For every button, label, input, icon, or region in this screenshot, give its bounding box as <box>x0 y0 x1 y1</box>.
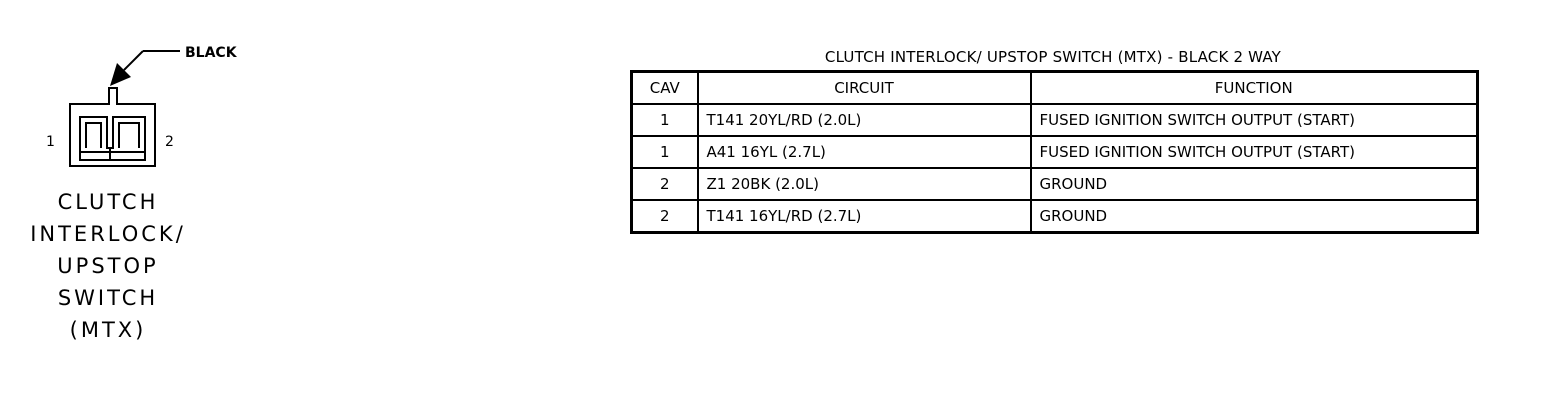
pin-1-label: 1 <box>46 134 55 150</box>
connector-name-line-5: (MTX) <box>70 318 147 342</box>
cell-cav: 1 <box>630 103 699 137</box>
connector-name-line-3: UPSTOP <box>57 254 158 278</box>
connector-name-line-4: SWITCH <box>58 286 158 310</box>
table-row: 1 A41 16YL (2.7L) FUSED IGNITION SWITCH … <box>630 135 1479 169</box>
pin-2-label: 2 <box>165 134 174 150</box>
cell-circuit: A41 16YL (2.7L) <box>696 135 1032 169</box>
header-circuit: CIRCUIT <box>696 70 1032 105</box>
cell-circuit: T141 16YL/RD (2.7L) <box>696 199 1032 234</box>
cell-function: FUSED IGNITION SWITCH OUTPUT (START) <box>1029 135 1479 169</box>
connector-name-line-2: INTERLOCK/ <box>30 222 186 246</box>
color-callout-label: BLACK <box>185 45 238 61</box>
cell-cav: 1 <box>630 135 699 169</box>
cell-function: GROUND <box>1029 199 1479 234</box>
connector-name-line-1: CLUTCH <box>58 190 159 214</box>
cell-cav: 2 <box>630 199 699 234</box>
header-cav: CAV <box>630 70 699 105</box>
color-callout-leader <box>110 50 180 86</box>
pinout-table-block: CLUTCH INTERLOCK/ UPSTOP SWITCH (MTX) - … <box>630 44 1479 234</box>
table-header-row: CAV CIRCUIT FUNCTION <box>630 70 1479 105</box>
connector-name: CLUTCH INTERLOCK/ UPSTOP SWITCH (MTX) <box>30 190 186 342</box>
cell-circuit: T141 20YL/RD (2.0L) <box>696 103 1032 137</box>
table-title: CLUTCH INTERLOCK/ UPSTOP SWITCH (MTX) - … <box>824 48 1282 66</box>
cell-circuit: Z1 20BK (2.0L) <box>696 167 1032 201</box>
cell-function: FUSED IGNITION SWITCH OUTPUT (START) <box>1029 103 1479 137</box>
connector-outline <box>69 87 156 167</box>
connector-diagram: BLACK 1 2 CLUTCH INTERLOCK/ UPSTOP SWITC… <box>30 45 238 342</box>
pinout-table: CAV CIRCUIT FUNCTION 1 T141 20YL/RD (2.0… <box>630 70 1479 234</box>
cell-cav: 2 <box>630 167 699 201</box>
table-row: 2 T141 16YL/RD (2.7L) GROUND <box>630 199 1479 234</box>
cell-function: GROUND <box>1029 167 1479 201</box>
table-row: 2 Z1 20BK (2.0L) GROUND <box>630 167 1479 201</box>
table-row: 1 T141 20YL/RD (2.0L) FUSED IGNITION SWI… <box>630 103 1479 137</box>
header-function: FUNCTION <box>1029 70 1479 105</box>
